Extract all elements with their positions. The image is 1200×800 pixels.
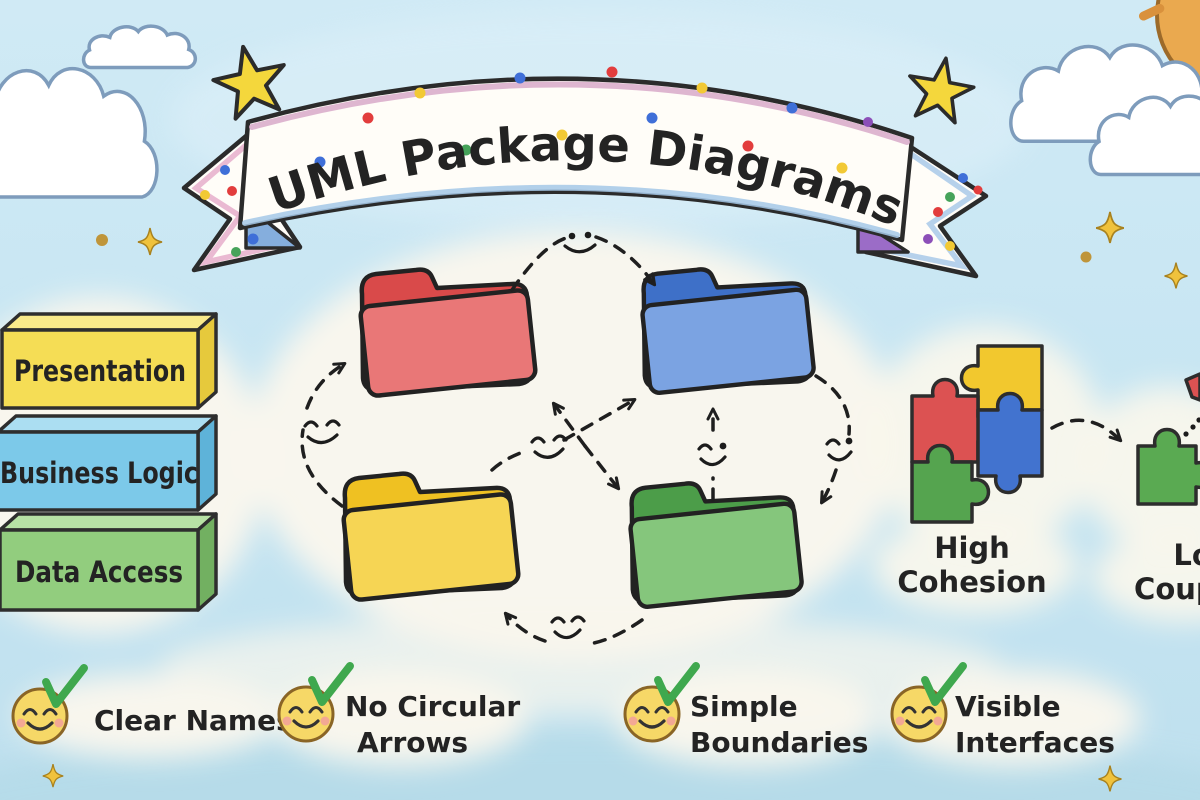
cohesion-to-coupling-arrow <box>1050 418 1123 443</box>
high-cohesion-label-line1: High <box>934 531 1010 565</box>
paper-washes <box>0 230 1200 766</box>
smiley-face-icon <box>563 231 597 254</box>
high-cohesion-label-line2: Cohesion <box>897 565 1046 599</box>
arrow-smiley-icons <box>303 231 853 640</box>
smiley-face-icon <box>530 434 568 459</box>
low-coupling-label-line1: Low <box>1173 538 1200 572</box>
concept-labels: High Cohesion Low Coupling <box>897 531 1200 606</box>
green-check-icon <box>654 662 700 706</box>
layer-box-business-logic: Business Logic <box>0 414 218 512</box>
low-coupling-label-line2: Coupling <box>1134 572 1200 606</box>
four-point-sparkle-icon <box>1098 765 1122 792</box>
checklist-item-no-circular-arrows: No Circular Arrows <box>277 662 520 759</box>
green-check-icon <box>921 662 967 706</box>
five-point-star-icon <box>211 44 286 121</box>
four-point-sparkle-icon <box>1164 262 1188 289</box>
five-point-star-icon <box>908 56 976 125</box>
low-coupling-puzzle <box>1136 372 1200 506</box>
winking-smiley-icon <box>697 442 727 467</box>
four-point-sparkle-icon <box>42 763 64 788</box>
winking-smiley-icon <box>825 437 853 462</box>
puzzle-piece-clipped-red <box>1184 372 1200 402</box>
confetti-dots <box>314 66 873 174</box>
package-folder-red <box>358 267 538 398</box>
puzzle-piece-green <box>910 443 991 524</box>
checklist-item-visible-interfaces: Visible Interfaces <box>890 662 1115 759</box>
checklist-label-line2: Interfaces <box>955 726 1115 759</box>
four-point-sparkle-icon <box>137 227 163 256</box>
puzzle-piece-lone-green <box>1136 427 1200 506</box>
layer-box-data-access: Data Access <box>0 512 218 612</box>
package-folder-green <box>628 481 804 609</box>
checklist-label-line1: Simple <box>690 690 798 723</box>
package-folder-blue <box>640 267 816 395</box>
smiley-face-icon <box>550 615 586 640</box>
checklist-label: Clear Names <box>94 704 293 737</box>
layer-label: Business Logic <box>0 456 198 490</box>
checklist-item-clear-names: Clear Names <box>11 664 293 745</box>
smiley-face-icon <box>303 419 341 445</box>
checklist-label-line1: Visible <box>955 690 1061 723</box>
package-folder-yellow <box>341 471 521 602</box>
checklist-label-line2: Boundaries <box>690 726 868 759</box>
green-check-icon <box>42 664 88 708</box>
checklist-label-line1: No Circular <box>345 690 520 723</box>
dependency-arrows <box>300 235 851 645</box>
layer-box-presentation: Presentation <box>0 312 218 410</box>
four-point-sparkle-icon <box>1095 211 1125 244</box>
layer-label: Presentation <box>14 354 186 388</box>
green-check-icon <box>308 662 354 706</box>
checklist-item-simple-boundaries: Simple Boundaries <box>623 662 868 759</box>
sparkles <box>42 211 1188 792</box>
high-cohesion-puzzle <box>910 344 1044 524</box>
puzzle-piece-blue <box>976 391 1044 495</box>
layer-label: Data Access <box>15 555 183 589</box>
checklist-label-line2: Arrows <box>357 726 468 759</box>
